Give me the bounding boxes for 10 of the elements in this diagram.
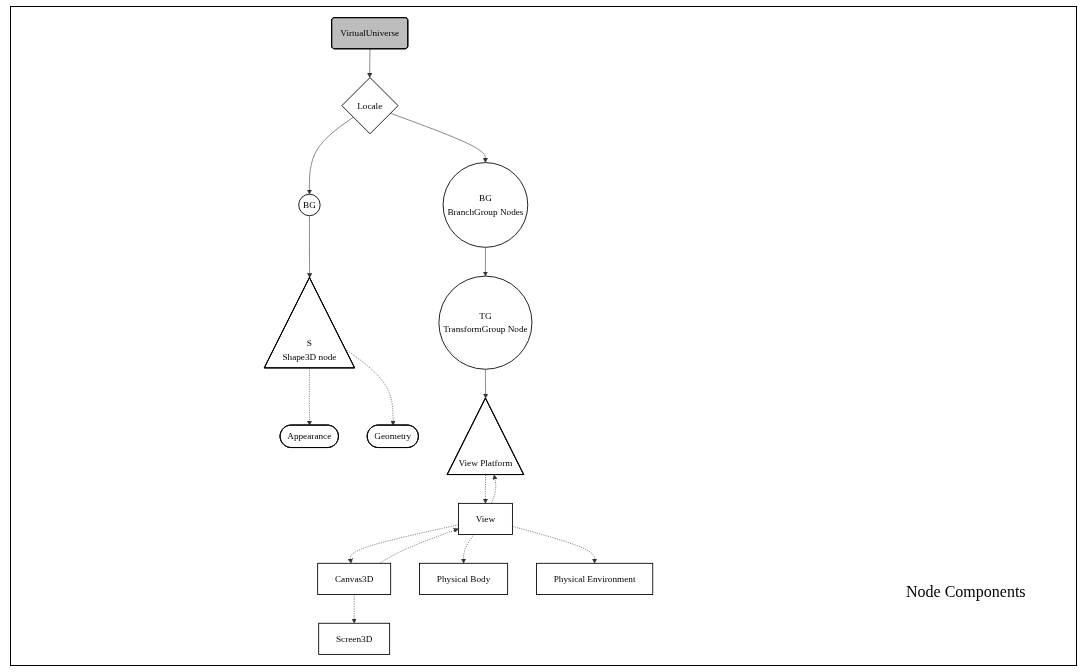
node-box: View [458, 502, 513, 535]
node-diamond: Locale [341, 77, 399, 135]
node-circle: TG TransformGroup Node [438, 275, 533, 370]
node-circle: BG BranchGroup Nodes [442, 162, 529, 248]
node-box: Physical Body [419, 562, 509, 595]
note-label: Node Components [906, 583, 1026, 601]
node-box: Screen3D [318, 622, 391, 655]
node-box: Canvas3D [317, 562, 392, 595]
node-box: Physical Environment [536, 562, 654, 595]
node-circle: BG [298, 193, 321, 217]
